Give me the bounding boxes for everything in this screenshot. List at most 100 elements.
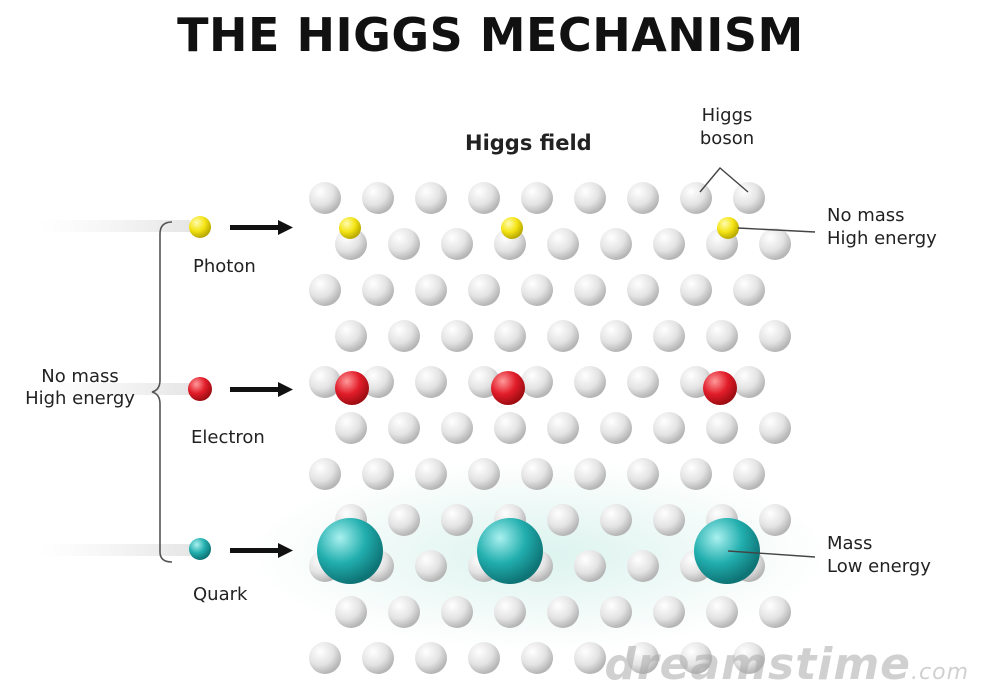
- photon-in-field: [717, 217, 739, 239]
- higgs-field-ball: [521, 274, 553, 306]
- photon-in-field: [501, 217, 523, 239]
- higgs-field-ball: [653, 320, 685, 352]
- quark-energy-label: Mass Low energy: [827, 532, 931, 578]
- higgs-field-ball: [759, 320, 791, 352]
- higgs-field-ball: [441, 320, 473, 352]
- watermark-suffix: .com: [911, 660, 969, 685]
- higgs-field-ball: [521, 458, 553, 490]
- higgs-field-ball: [441, 412, 473, 444]
- higgs-field-ball: [415, 458, 447, 490]
- watermark: dreamstime.com: [604, 639, 969, 690]
- higgs-field-ball: [441, 596, 473, 628]
- higgs-field-ball: [653, 412, 685, 444]
- higgs-field-label: Higgs field: [465, 131, 592, 155]
- higgs-field-ball: [494, 596, 526, 628]
- higgs-field-ball: [547, 596, 579, 628]
- electron-particle: [188, 377, 212, 401]
- higgs-field-ball: [521, 182, 553, 214]
- higgs-field-ball: [388, 228, 420, 260]
- electron-in-field: [335, 371, 369, 405]
- higgs-field-ball: [653, 596, 685, 628]
- photon-leader-line: [737, 227, 816, 233]
- higgs-field-ball: [733, 182, 765, 214]
- left-bracket: [151, 221, 173, 563]
- higgs-field-ball: [335, 596, 367, 628]
- higgs-field-ball: [680, 642, 712, 674]
- higgs-field-ball: [468, 182, 500, 214]
- higgs-field-ball: [388, 412, 420, 444]
- higgs-field-ball: [309, 366, 341, 398]
- page-title: THE HIGGS MECHANISM: [177, 8, 804, 62]
- higgs-field-ball: [574, 182, 606, 214]
- higgs-field-ball: [521, 366, 553, 398]
- higgs-field-ball: [600, 596, 632, 628]
- higgs-field-ball: [547, 504, 579, 536]
- quark-label: Quark: [193, 584, 248, 605]
- higgs-boson-label-line1: Higgs: [701, 105, 753, 126]
- photon-energy-label: No mass High energy: [827, 204, 937, 250]
- quark-energy-label-line1: Mass: [827, 533, 873, 554]
- higgs-field-ball: [627, 366, 659, 398]
- higgs-field-ball: [733, 642, 765, 674]
- higgs-field-ball: [362, 642, 394, 674]
- higgs-boson-pointer: [699, 167, 749, 193]
- higgs-field-ball: [600, 412, 632, 444]
- quark-leader-line: [727, 550, 816, 558]
- higgs-field-ball: [494, 412, 526, 444]
- higgs-field-ball: [415, 274, 447, 306]
- higgs-field-ball: [574, 366, 606, 398]
- higgs-field-ball: [680, 182, 712, 214]
- higgs-field-ball: [627, 182, 659, 214]
- quark-in-field: [317, 518, 383, 584]
- higgs-field-ball: [733, 274, 765, 306]
- higgs-boson-label-line2: boson: [699, 128, 755, 149]
- higgs-field-ball: [574, 274, 606, 306]
- photon-energy-label-line1: No mass: [827, 205, 905, 226]
- higgs-field-ball: [706, 596, 738, 628]
- higgs-field-ball: [627, 642, 659, 674]
- electron-arrow: [230, 382, 293, 397]
- higgs-field-ball: [335, 412, 367, 444]
- higgs-field-ball: [680, 458, 712, 490]
- left-energy-label: No mass High energy: [14, 366, 146, 410]
- higgs-field-ball: [574, 642, 606, 674]
- photon-arrow: [230, 220, 293, 235]
- higgs-field-ball: [468, 458, 500, 490]
- higgs-field-ball: [547, 320, 579, 352]
- higgs-field-ball: [759, 412, 791, 444]
- higgs-field-ball: [335, 320, 367, 352]
- left-energy-label-line1: No mass: [41, 366, 119, 387]
- electron-label: Electron: [191, 427, 265, 448]
- photon-energy-label-line2: High energy: [827, 228, 937, 249]
- higgs-field-ball: [759, 504, 791, 536]
- higgs-field-ball: [547, 412, 579, 444]
- higgs-field-ball: [733, 458, 765, 490]
- higgs-field-ball: [653, 504, 685, 536]
- left-energy-label-line2: High energy: [25, 388, 135, 409]
- higgs-field-ball: [706, 412, 738, 444]
- higgs-field-ball: [468, 642, 500, 674]
- photon-particle: [189, 216, 211, 238]
- quark-trail: [40, 544, 190, 556]
- higgs-field-ball: [309, 274, 341, 306]
- higgs-field-ball: [362, 458, 394, 490]
- higgs-field-ball: [362, 182, 394, 214]
- higgs-field-ball: [468, 274, 500, 306]
- higgs-field-ball: [547, 228, 579, 260]
- higgs-boson-label: Higgs boson: [697, 104, 757, 150]
- higgs-field-ball: [627, 274, 659, 306]
- higgs-field-ball: [362, 366, 394, 398]
- higgs-field-ball: [415, 642, 447, 674]
- higgs-field-ball: [627, 458, 659, 490]
- higgs-field-ball: [309, 182, 341, 214]
- higgs-field-ball: [494, 320, 526, 352]
- higgs-field-ball: [415, 550, 447, 582]
- quark-energy-label-line2: Low energy: [827, 556, 931, 577]
- higgs-field-ball: [388, 320, 420, 352]
- higgs-field-ball: [309, 458, 341, 490]
- electron-in-field: [491, 371, 525, 405]
- higgs-field-ball: [388, 504, 420, 536]
- quark-arrow: [230, 543, 293, 558]
- photon-label: Photon: [193, 256, 256, 277]
- higgs-field-ball: [600, 228, 632, 260]
